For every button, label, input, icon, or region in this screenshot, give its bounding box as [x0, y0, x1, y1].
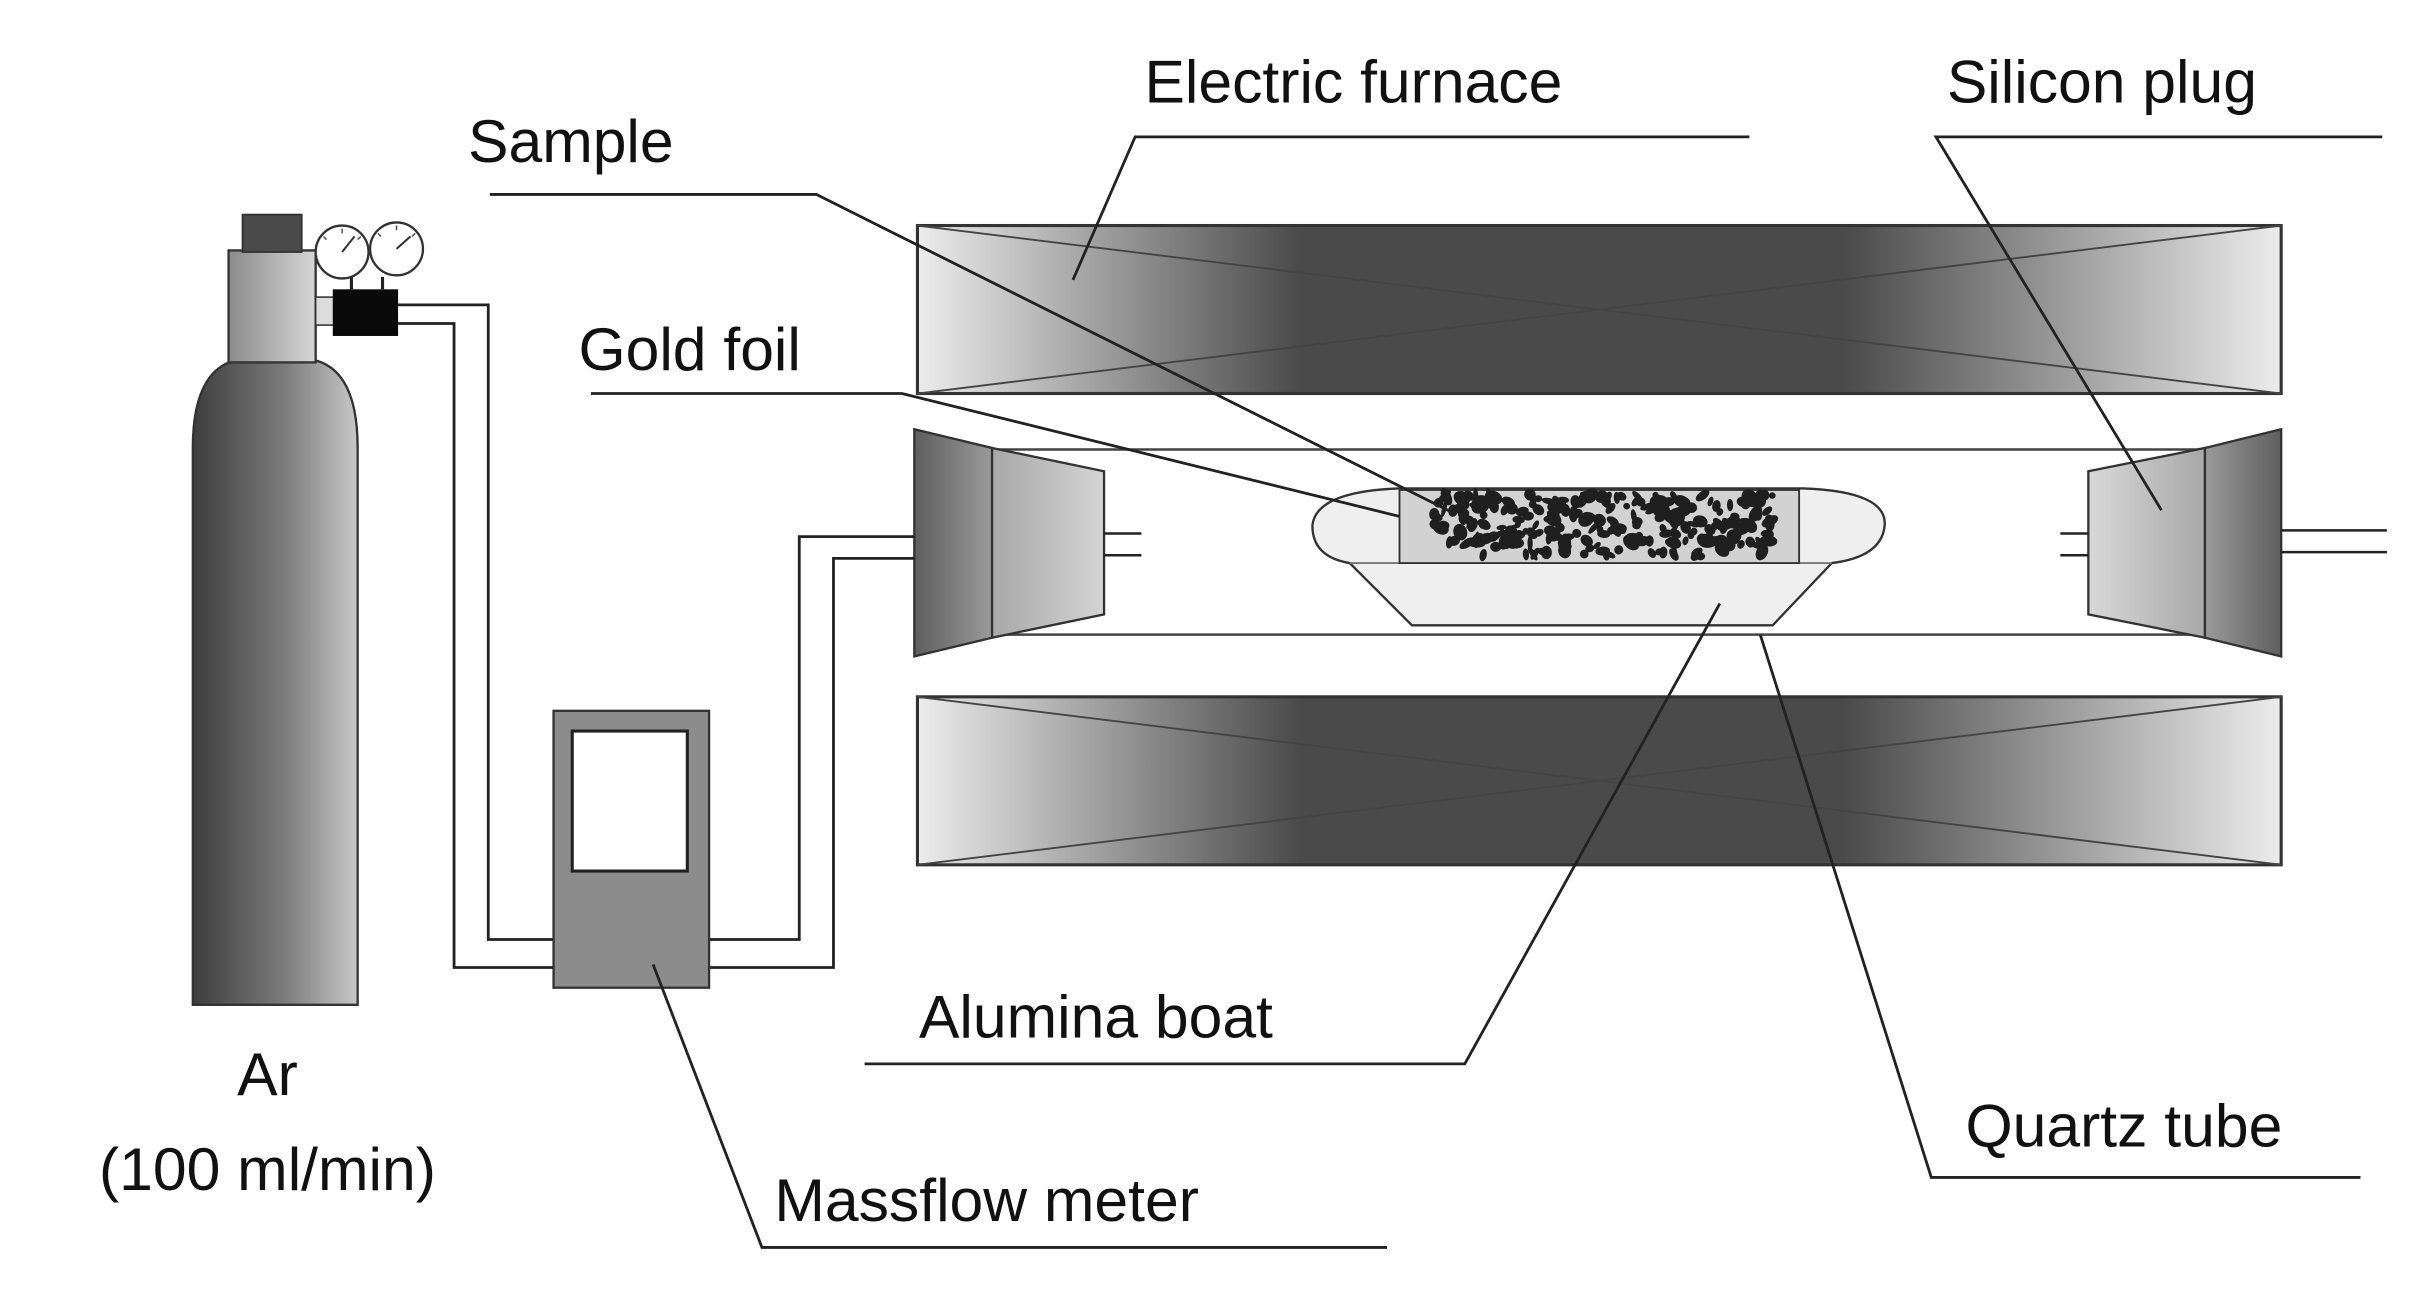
furnace-lower-block: [915, 695, 2283, 867]
gas-line-meter-to-tube: [709, 535, 915, 969]
label-quartz-tube: Quartz tube: [1966, 1091, 2283, 1159]
label-silicon-plug: Silicon plug: [1947, 48, 2257, 116]
label-alumina-boat: Alumina boat: [919, 982, 1273, 1050]
leader-silicon-plug: [1933, 135, 2383, 511]
sample-particles: [1429, 487, 1779, 562]
leader-sample: [489, 193, 1455, 515]
quartz-tube: [932, 448, 2279, 636]
gas-line-cylinder-to-meter: [398, 303, 554, 969]
pressure-gauge-icon: [368, 221, 425, 277]
label-flow-rate: (100 ml/min): [99, 1135, 436, 1203]
label-sample: Sample: [468, 107, 674, 175]
leader-massflow-meter: [651, 963, 1388, 1249]
leader-gold-foil: [590, 392, 1400, 518]
right-silicon-plug: [2060, 427, 2387, 658]
label-massflow-meter: Massflow meter: [774, 1166, 1199, 1234]
label-gold-foil: Gold foil: [578, 315, 800, 383]
massflow-meter: [552, 709, 711, 989]
pressure-regulator: [314, 276, 399, 336]
leader-alumina-boat: [864, 602, 1722, 1066]
leader-quartz-tube: [1758, 634, 2361, 1179]
pressure-gauge-icon: [314, 224, 370, 280]
furnace-upper-block: [915, 223, 2283, 396]
leader-electric-furnace: [1071, 135, 1750, 281]
label-electric-furnace: Electric furnace: [1144, 48, 1562, 116]
left-silicon-plug: [913, 427, 1142, 658]
label-gas: Ar: [237, 1040, 298, 1108]
gas-cylinder: [191, 213, 359, 1006]
